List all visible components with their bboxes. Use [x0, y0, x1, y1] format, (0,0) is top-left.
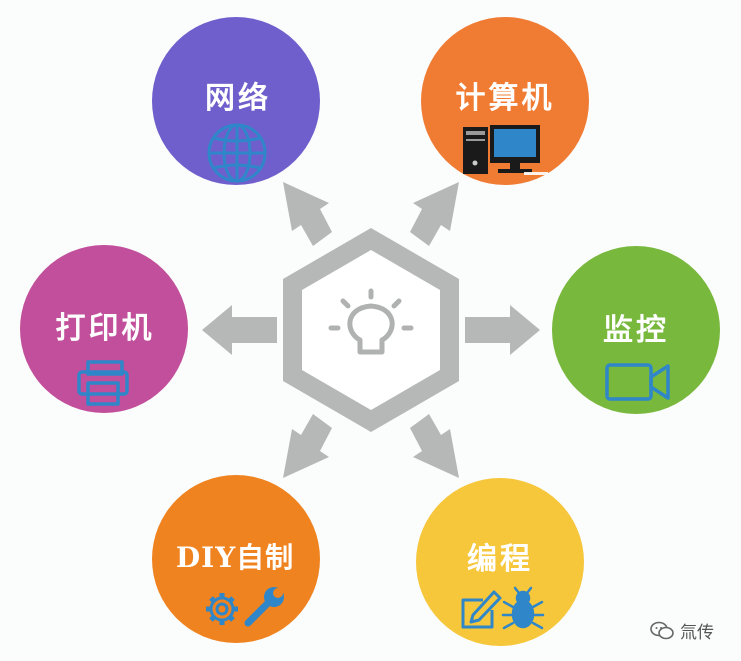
node-computer-label: 计算机 [456, 81, 555, 116]
node-monitor-circle [552, 246, 720, 414]
node-program-label: 编程 [467, 542, 533, 577]
node-network-circle [152, 17, 320, 185]
hub-arrows [202, 182, 540, 478]
node-diy-label: DIY自制 [176, 541, 294, 574]
node-diy: DIY自制 [152, 475, 320, 643]
arrow-to-diy [283, 414, 332, 478]
bug-icon [501, 586, 545, 630]
watermark-text: 氚传 [680, 623, 714, 643]
watermark: 氚传 [650, 618, 714, 643]
node-network-label: 网络 [205, 81, 271, 116]
arrow-to-network [283, 182, 332, 246]
arrow-to-monitor [465, 305, 540, 355]
node-printer-circle [20, 245, 188, 413]
edit-icon [461, 590, 502, 629]
video-camera-icon [605, 363, 670, 401]
node-monitor: 监控 [552, 246, 720, 414]
node-monitor-label: 监控 [603, 313, 669, 348]
node-program: 编程 [416, 478, 584, 646]
arrow-to-computer [410, 182, 459, 246]
desktop-computer-icon [463, 125, 548, 175]
node-printer-label: 打印机 [56, 311, 155, 346]
node-printer: 打印机 [20, 245, 188, 413]
node-computer: 计算机 [421, 17, 589, 185]
gear-icon [206, 593, 238, 625]
wechat-icon [650, 621, 674, 639]
printer-icon [77, 360, 129, 406]
node-network: 网络 [152, 17, 320, 185]
arrow-to-printer [202, 305, 277, 355]
lightbulb-icon [328, 288, 414, 355]
node-program-circle [416, 478, 584, 646]
arrow-to-program [410, 414, 459, 478]
hub-hexagon-inner [302, 250, 440, 410]
wrench-icon [244, 587, 284, 627]
globe-icon [207, 123, 267, 183]
